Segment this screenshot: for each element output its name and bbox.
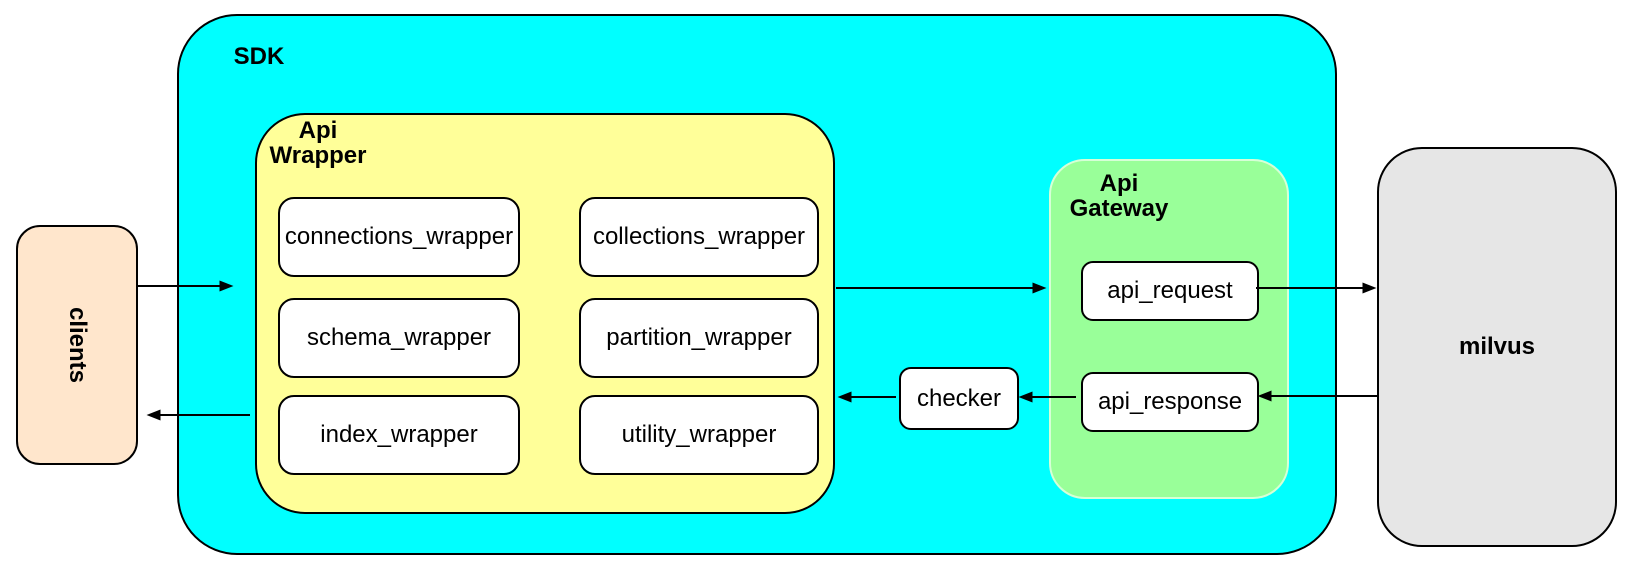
api-gateway-container: Api Gateway api_request api_response (1049, 159, 1289, 499)
node-collections-wrapper: collections_wrapper (579, 197, 819, 277)
node-partition-wrapper: partition_wrapper (579, 298, 819, 378)
node-connections-wrapper: connections_wrapper (278, 197, 520, 277)
node-api-response: api_response (1081, 372, 1259, 432)
clients-label: clients (64, 306, 91, 384)
api-wrapper-container: Api Wrapper connections_wrapper collecti… (255, 113, 835, 514)
node-index-wrapper: index_wrapper (278, 395, 520, 475)
node-schema-wrapper: schema_wrapper (278, 298, 520, 378)
sdk-label: SDK (233, 43, 285, 70)
sdk-container: SDK Api Wrapper connections_wrapper coll… (177, 14, 1337, 555)
node-api-request: api_request (1081, 261, 1259, 321)
node-milvus: milvus (1377, 147, 1617, 547)
node-clients: clients (16, 225, 138, 465)
node-utility-wrapper: utility_wrapper (579, 395, 819, 475)
node-checker: checker (899, 367, 1019, 430)
api-wrapper-label: Api Wrapper (269, 117, 367, 170)
api-gateway-label: Api Gateway (1069, 170, 1169, 223)
